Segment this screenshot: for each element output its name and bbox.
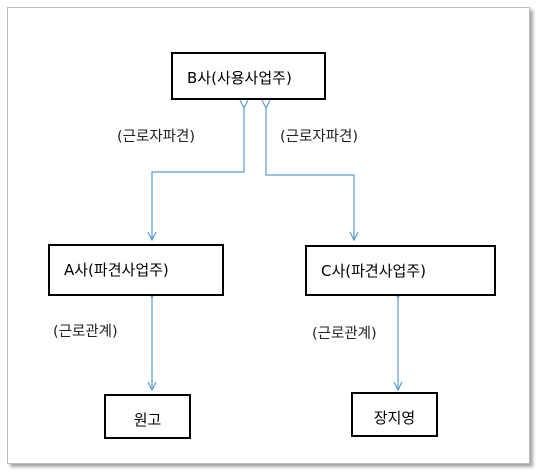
edge-label-employment-right: (근로관계) xyxy=(312,326,377,342)
node-jang-jiyoung: 장지영 xyxy=(351,392,438,437)
node-c-company: C사(파견사업주) xyxy=(305,245,496,296)
node-b-company: B사(사용사업주) xyxy=(171,52,326,100)
node-b-company-label: B사(사용사업주) xyxy=(187,69,292,87)
dispatch-arrow-b-to-a xyxy=(152,108,244,240)
node-jang-jiyoung-label: 장지영 xyxy=(373,409,416,427)
node-plaintiff-label: 원고 xyxy=(133,411,162,429)
node-c-company-label: C사(파견사업주) xyxy=(321,262,426,280)
dispatch-arrow-b-to-c xyxy=(266,108,354,240)
node-plaintiff: 원고 xyxy=(104,394,191,439)
edge-label-dispatch-right: (근로자파견) xyxy=(280,129,359,145)
edge-label-dispatch-left: (근로자파견) xyxy=(117,129,196,145)
edge-label-employment-left: (근로관계) xyxy=(53,324,118,340)
node-a-company: A사(파견사업주) xyxy=(48,244,224,296)
node-a-company-label: A사(파견사업주) xyxy=(64,261,169,279)
